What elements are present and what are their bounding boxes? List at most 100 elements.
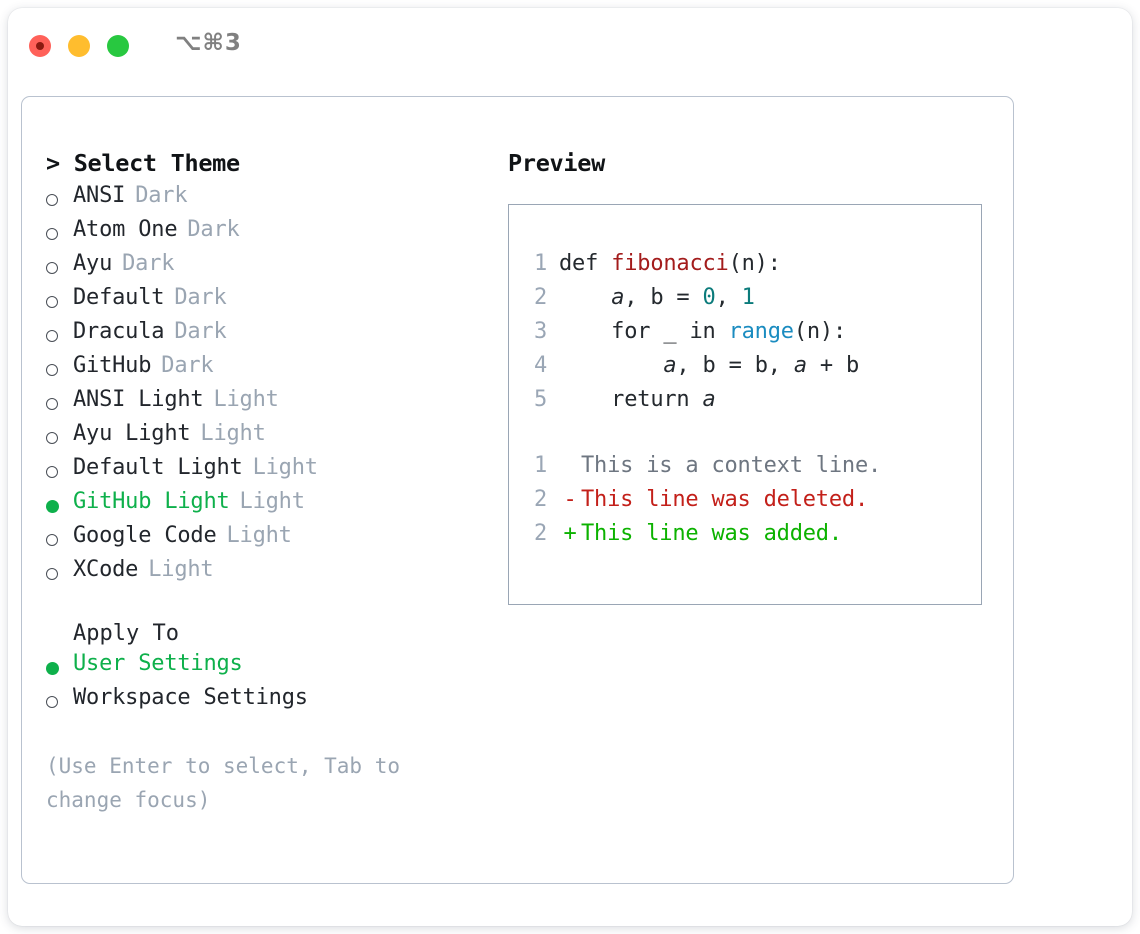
radio-unselected-icon <box>46 262 58 274</box>
apply-option-user-settings[interactable]: User Settings <box>46 651 476 685</box>
minimize-window-button[interactable] <box>68 35 90 57</box>
radio-unselected-icon <box>46 296 58 308</box>
code-token: + b <box>806 353 860 378</box>
option-label: Ayu <box>73 251 113 276</box>
radio-marker <box>46 217 73 251</box>
theme-option-atom-one[interactable]: Atom One Dark <box>46 217 476 251</box>
code-token: (n): <box>793 319 847 344</box>
radio-unselected-icon <box>46 466 58 478</box>
keyboard-hint-text: (Use Enter to select, Tab to change focu… <box>46 754 401 812</box>
preview-heading: Preview <box>508 149 605 177</box>
option-variant-label: Dark <box>135 183 188 208</box>
select-theme-heading: > Select Theme <box>46 149 240 177</box>
theme-option-xcode[interactable]: XCode Light <box>46 557 476 591</box>
option-variant-label: Light <box>148 557 214 582</box>
code-token: a <box>663 353 677 378</box>
line-number: 2 <box>533 285 547 310</box>
option-variant-label: Light <box>239 489 305 514</box>
theme-option-dracula[interactable]: Dracula Dark <box>46 319 476 353</box>
diff-line-content: This line was added. <box>581 521 842 546</box>
theme-option-google-code[interactable]: Google Code Light <box>46 523 476 557</box>
diff-line: 1 This is a context line. <box>521 453 973 487</box>
code-token: a <box>793 353 807 378</box>
radio-unselected-icon <box>46 228 58 240</box>
option-label: User Settings <box>73 651 243 676</box>
radio-marker <box>46 183 73 217</box>
option-variant-label: Dark <box>174 319 227 344</box>
option-variant-label: Light <box>252 455 318 480</box>
code-line-content: a, b = 0, 1 <box>559 285 755 310</box>
option-label: GitHub <box>73 353 152 378</box>
option-label: Default Light <box>73 455 243 480</box>
diff-sample: 1 This is a context line.2-This line was… <box>521 453 973 555</box>
option-label: XCode <box>73 557 139 582</box>
code-token: (n): <box>728 251 781 276</box>
code-token: def <box>559 251 612 276</box>
code-line: 3 for _ in range(n): <box>521 319 973 353</box>
option-label: ANSI Light <box>73 387 204 412</box>
code-token: range <box>728 319 794 344</box>
radio-unselected-icon <box>46 398 58 410</box>
theme-option-github[interactable]: GitHub Dark <box>46 353 476 387</box>
radio-marker <box>46 523 73 557</box>
radio-marker <box>46 251 73 285</box>
code-line-content: return a <box>559 387 716 412</box>
theme-option-default[interactable]: Default Dark <box>46 285 476 319</box>
keyboard-shortcut-label: ⌥⌘3 <box>175 30 242 56</box>
apply-option-workspace-settings[interactable]: Workspace Settings <box>46 685 476 719</box>
close-window-button[interactable] <box>29 35 51 57</box>
option-label: Google Code <box>73 523 217 548</box>
code-line-content: def fibonacci(n): <box>559 251 781 276</box>
line-number: 3 <box>533 319 547 344</box>
radio-unselected-icon <box>46 696 58 708</box>
diff-line: 2-This line was deleted. <box>521 487 973 521</box>
code-token: for _ in <box>559 319 729 344</box>
option-label: Default <box>73 285 165 310</box>
code-token: fibonacci <box>611 251 729 276</box>
apply-to-heading: Apply To <box>73 621 179 646</box>
radio-unselected-icon <box>46 364 58 376</box>
option-variant-label: Light <box>200 421 266 446</box>
diff-line-content: This line was deleted. <box>581 487 868 512</box>
option-label: Atom One <box>73 217 178 242</box>
option-variant-label: Dark <box>187 217 240 242</box>
radio-unselected-icon <box>46 330 58 342</box>
theme-option-ayu[interactable]: Ayu Dark <box>46 251 476 285</box>
code-token: 0 <box>702 285 716 310</box>
maximize-window-button[interactable] <box>107 35 129 57</box>
radio-marker <box>46 387 73 421</box>
radio-marker <box>46 319 73 353</box>
code-token: a <box>611 285 625 310</box>
option-variant-label: Dark <box>122 251 175 276</box>
diff-sign: + <box>563 521 577 546</box>
code-line-content: for _ in range(n): <box>559 319 846 344</box>
radio-marker <box>46 489 73 523</box>
diff-line: 2 +This line was added. <box>521 521 973 555</box>
line-number: 2 <box>533 487 547 512</box>
option-label: Dracula <box>73 319 165 344</box>
line-number: 2 <box>533 521 547 546</box>
option-label: Workspace Settings <box>73 685 308 710</box>
option-variant-label: Light <box>226 523 292 548</box>
option-variant-label: Dark <box>174 285 227 310</box>
code-token: a <box>702 387 716 412</box>
radio-selected-icon <box>46 661 59 675</box>
radio-marker <box>46 285 73 319</box>
option-variant-label: Dark <box>161 353 214 378</box>
radio-marker <box>46 455 73 489</box>
option-label: GitHub Light <box>73 489 230 514</box>
radio-unselected-icon <box>46 534 58 546</box>
code-token: 1 <box>741 285 755 310</box>
theme-option-github-light[interactable]: GitHub Light Light <box>46 489 476 523</box>
theme-option-default-light[interactable]: Default Light Light <box>46 455 476 489</box>
diff-sign: - <box>563 487 577 512</box>
